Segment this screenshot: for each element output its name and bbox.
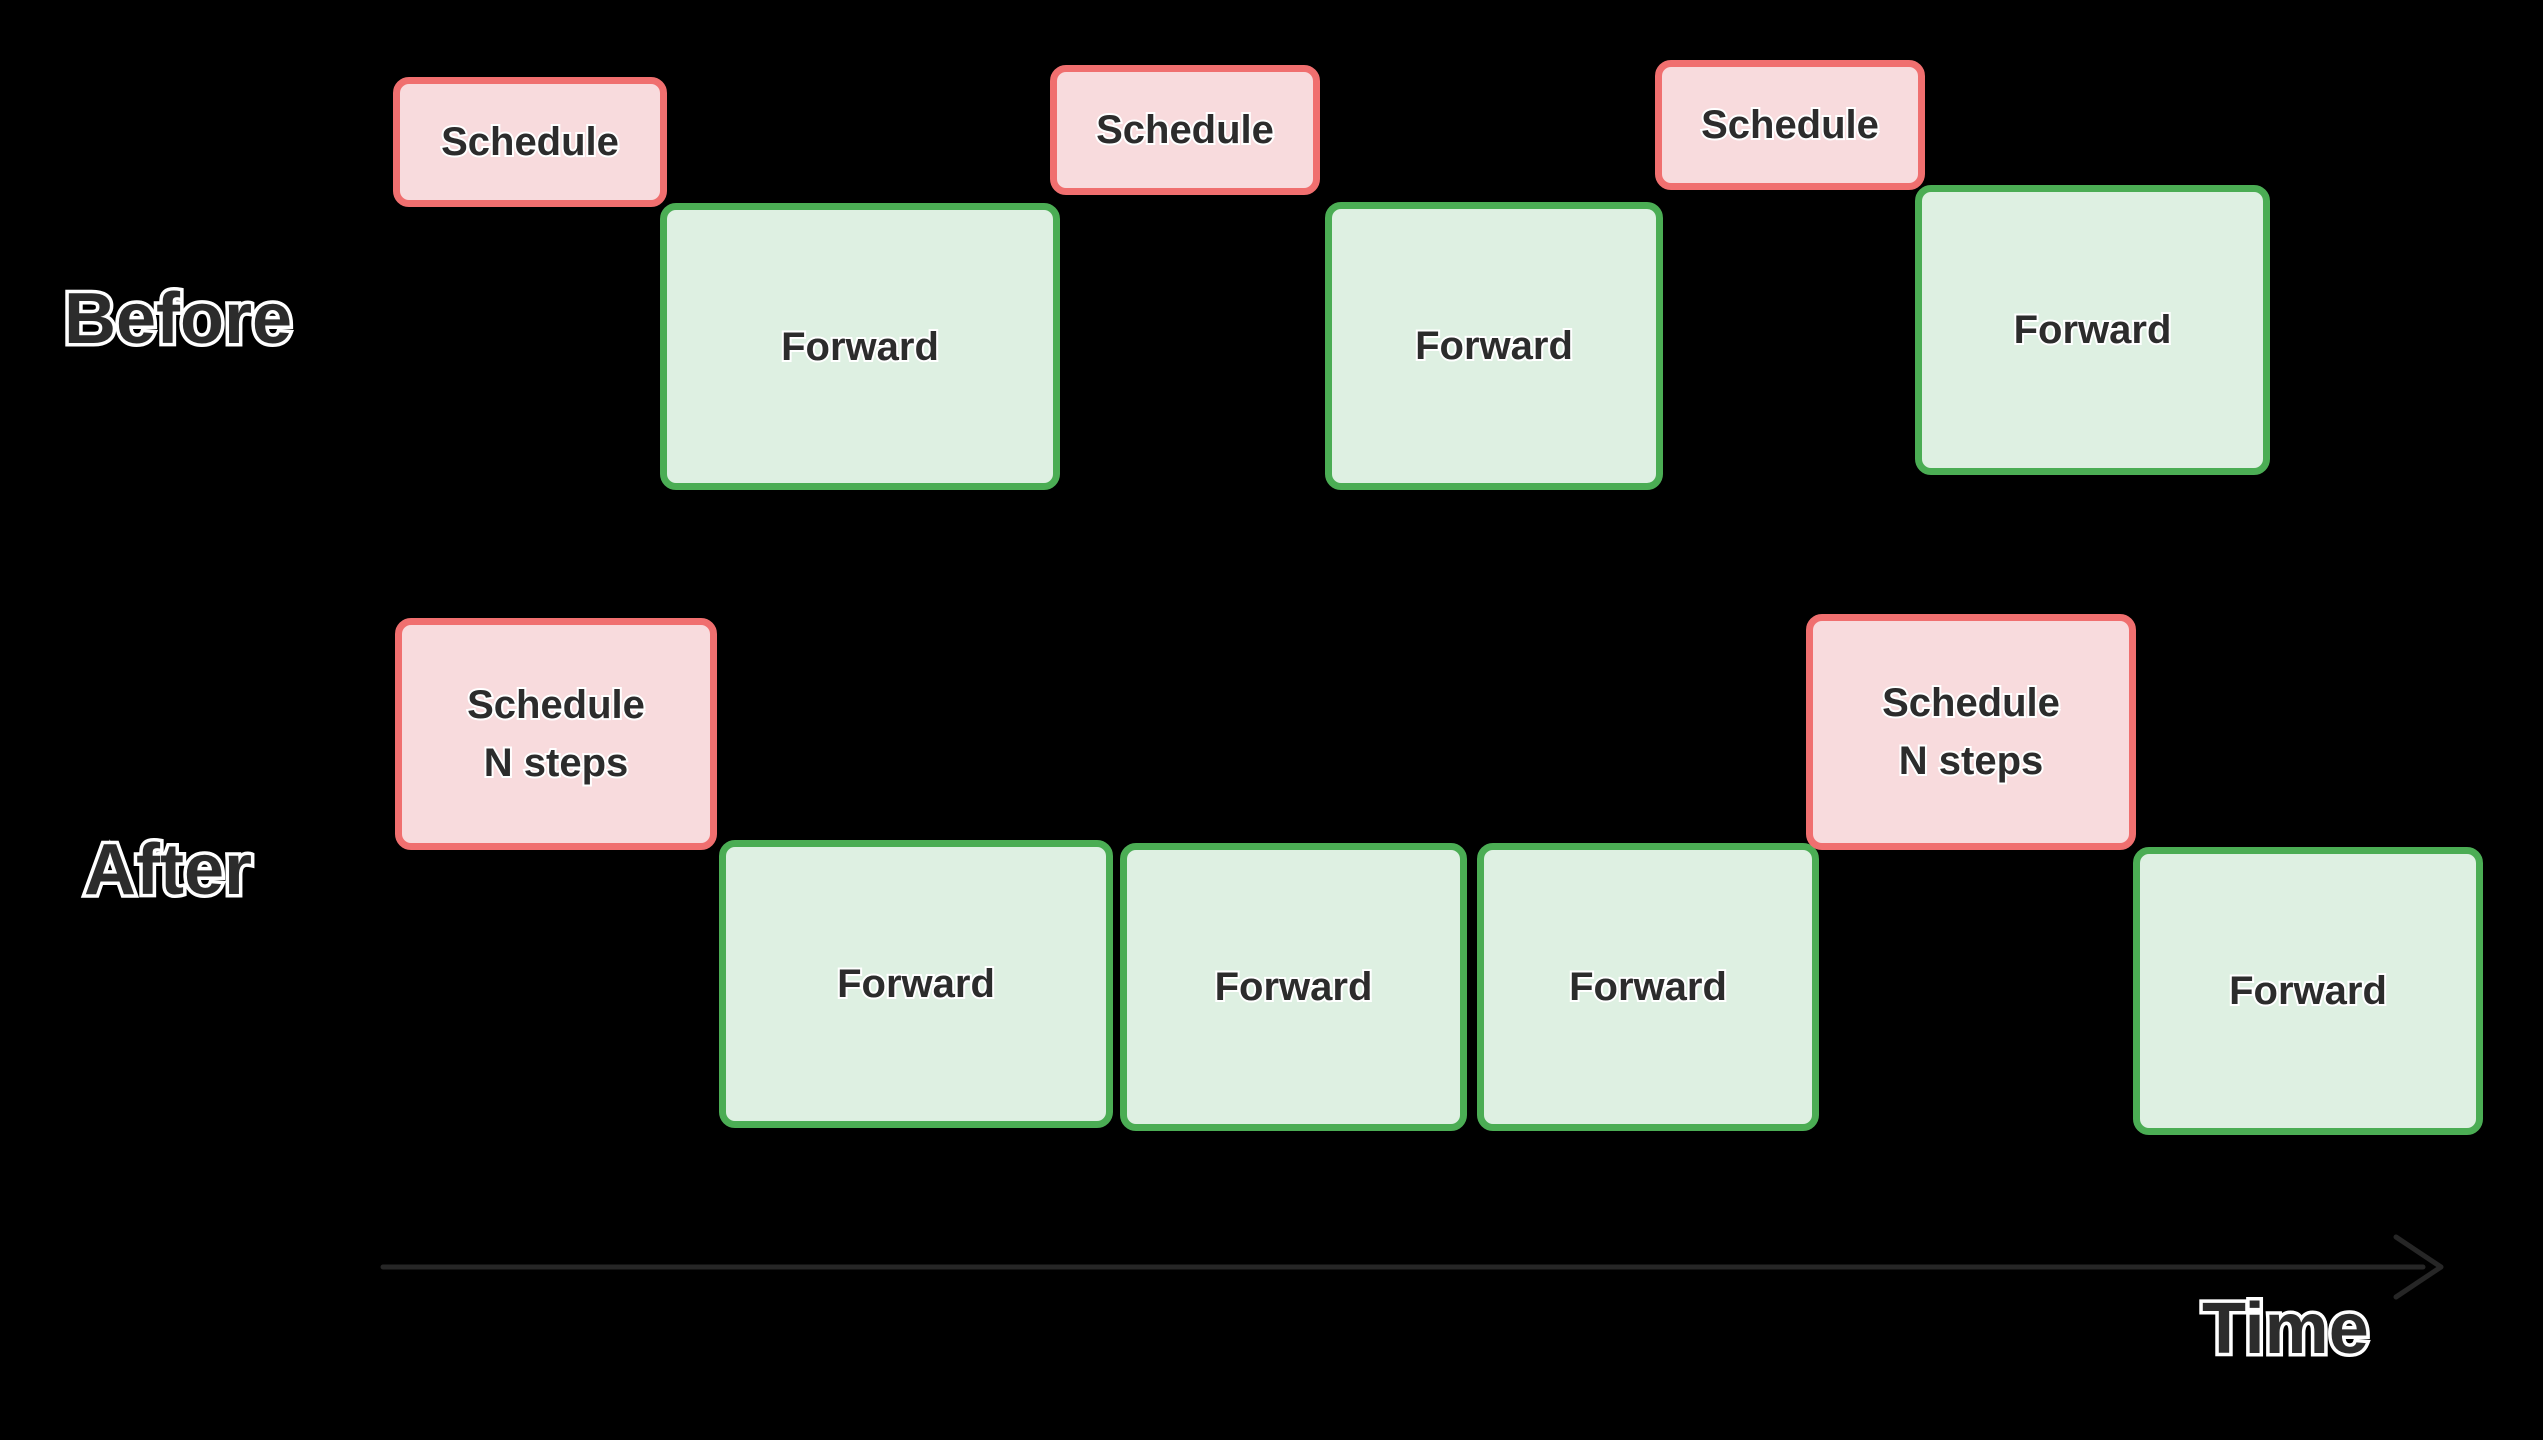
box-label: N steps bbox=[1897, 737, 2045, 785]
box-label: Schedule bbox=[1699, 101, 1881, 149]
schedule-box: Schedule N steps bbox=[1806, 614, 2136, 850]
box-label: Forward bbox=[1413, 322, 1575, 370]
box-label: Forward bbox=[2227, 967, 2389, 1015]
box-label: Forward bbox=[1213, 963, 1375, 1011]
box-label: N steps bbox=[482, 739, 630, 787]
box-label: Schedule bbox=[1880, 679, 2062, 727]
forward-box: Forward bbox=[1477, 843, 1819, 1131]
schedule-box: Schedule bbox=[1655, 60, 1925, 190]
schedule-box: Schedule bbox=[393, 77, 667, 207]
time-axis-label: Time bbox=[2199, 1286, 2373, 1373]
time-axis-arrowhead bbox=[2393, 1234, 2444, 1300]
forward-box: Forward bbox=[1325, 202, 1663, 490]
forward-box: Forward bbox=[1915, 185, 2270, 475]
box-label: Forward bbox=[2012, 306, 2174, 354]
box-label: Forward bbox=[835, 960, 997, 1008]
box-label: Schedule bbox=[1094, 106, 1276, 154]
schedule-box: Schedule bbox=[1050, 65, 1320, 195]
forward-box: Forward bbox=[1120, 843, 1467, 1131]
forward-box: Forward bbox=[2133, 847, 2483, 1135]
before-row-label: Before bbox=[60, 276, 295, 363]
box-label: Forward bbox=[1567, 963, 1729, 1011]
after-row-label: After bbox=[80, 827, 255, 914]
box-label: Schedule bbox=[439, 118, 621, 166]
box-label: Schedule bbox=[465, 681, 647, 729]
schedule-box: Schedule N steps bbox=[395, 618, 717, 850]
forward-box: Forward bbox=[660, 203, 1060, 490]
forward-box: Forward bbox=[719, 840, 1113, 1128]
box-label: Forward bbox=[779, 323, 941, 371]
